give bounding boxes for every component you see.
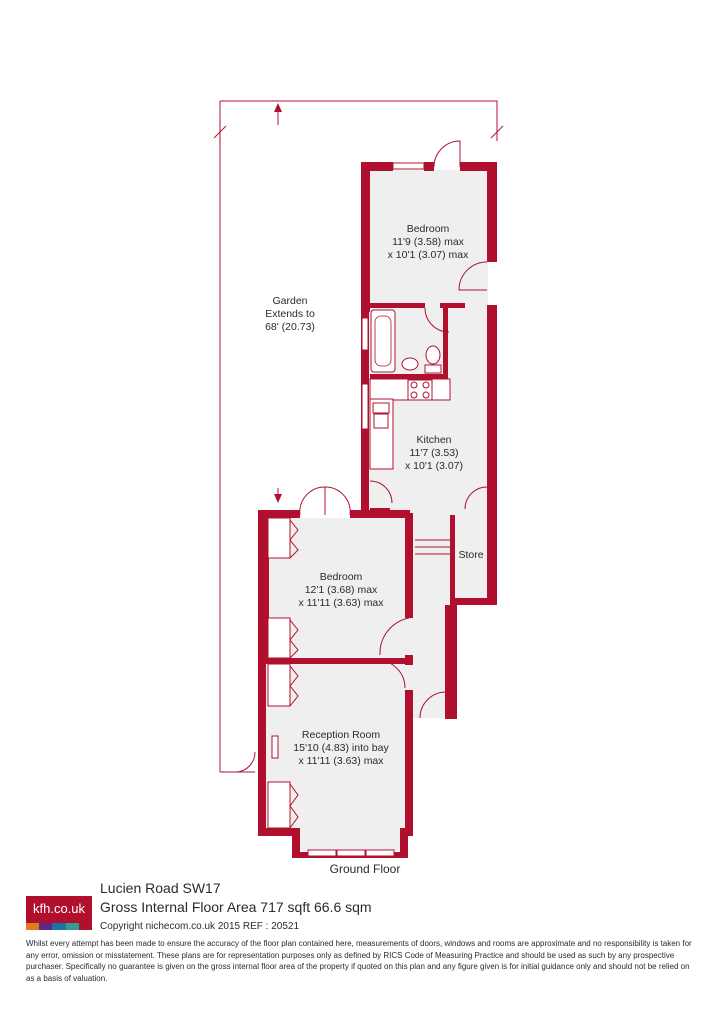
floor-name: Ground Floor xyxy=(329,862,401,876)
reception-label: Reception Room 15'10 (4.83) into bay x 1… xyxy=(293,729,389,767)
bedroom-upper-dim-1: 11'9 (3.58) max xyxy=(392,236,465,248)
logo-stripe-segment xyxy=(65,923,79,930)
logo-stripe-segment xyxy=(26,923,40,930)
kitchen-fixtures xyxy=(369,378,451,470)
kitchen-label: Kitchen 11'7 (3.53) x 10'1 (3.07) xyxy=(405,434,463,472)
disclaimer-text: Whilst every attempt has been made to en… xyxy=(26,939,692,983)
property-address: Lucien Road SW17 xyxy=(100,880,221,896)
logo-box xyxy=(26,896,92,923)
logo-stripe-segment xyxy=(78,923,93,930)
garden-label-line-3: 68' (20.73) xyxy=(265,321,315,333)
logo-stripe-segment xyxy=(39,923,53,930)
logo-stripe xyxy=(26,923,93,930)
kitchen-dim-1: 11'7 (3.53) xyxy=(409,447,458,459)
bedroom-lower-name: Bedroom xyxy=(320,571,363,583)
kitchen-dim-2: x 10'1 (3.07) xyxy=(405,460,463,472)
wardrobes xyxy=(267,517,299,829)
bedroom-upper-label: Bedroom 11'9 (3.58) max x 10'1 (3.07) ma… xyxy=(388,223,470,261)
garden-label: Garden Extends to 68' (20.73) xyxy=(265,295,315,333)
reception-name: Reception Room xyxy=(302,729,380,741)
floor-plan: Garden Extends to 68' (20.73) Bedroom 11… xyxy=(213,100,504,858)
kitchen-name: Kitchen xyxy=(416,434,451,446)
logo-stripe-segment xyxy=(52,923,66,930)
bedroom-lower-label: Bedroom 12'1 (3.68) max x 11'11 (3.63) m… xyxy=(298,571,384,609)
garden-label-line-1: Garden xyxy=(272,295,307,307)
doors xyxy=(274,140,488,719)
reception-dim-1: 15'10 (4.83) into bay xyxy=(293,742,389,754)
logo-text: kfh.co.uk xyxy=(32,901,86,916)
bedroom-upper-name: Bedroom xyxy=(407,223,450,235)
bedroom-lower-dim-2: x 11'11 (3.63) max xyxy=(298,597,384,609)
garden-boundary xyxy=(213,100,504,773)
bedroom-upper-dim-2: x 10'1 (3.07) max xyxy=(388,249,470,261)
copyright-notice: Copyright nichecom.co.uk 2015 REF : 2052… xyxy=(100,921,299,932)
reception-dim-2: x 11'11 (3.63) max xyxy=(298,755,384,767)
bedroom-lower-dim-1: 12'1 (3.68) max xyxy=(305,584,378,596)
floor-area-summary: Gross Internal Floor Area 717 sqft 66.6 … xyxy=(100,899,372,915)
garden-label-line-2: Extends to xyxy=(265,308,315,320)
store-label: Store xyxy=(458,549,483,561)
windows xyxy=(271,162,425,857)
bathroom-fixtures xyxy=(370,309,442,374)
kfh-logo: kfh.co.uk xyxy=(26,896,93,930)
